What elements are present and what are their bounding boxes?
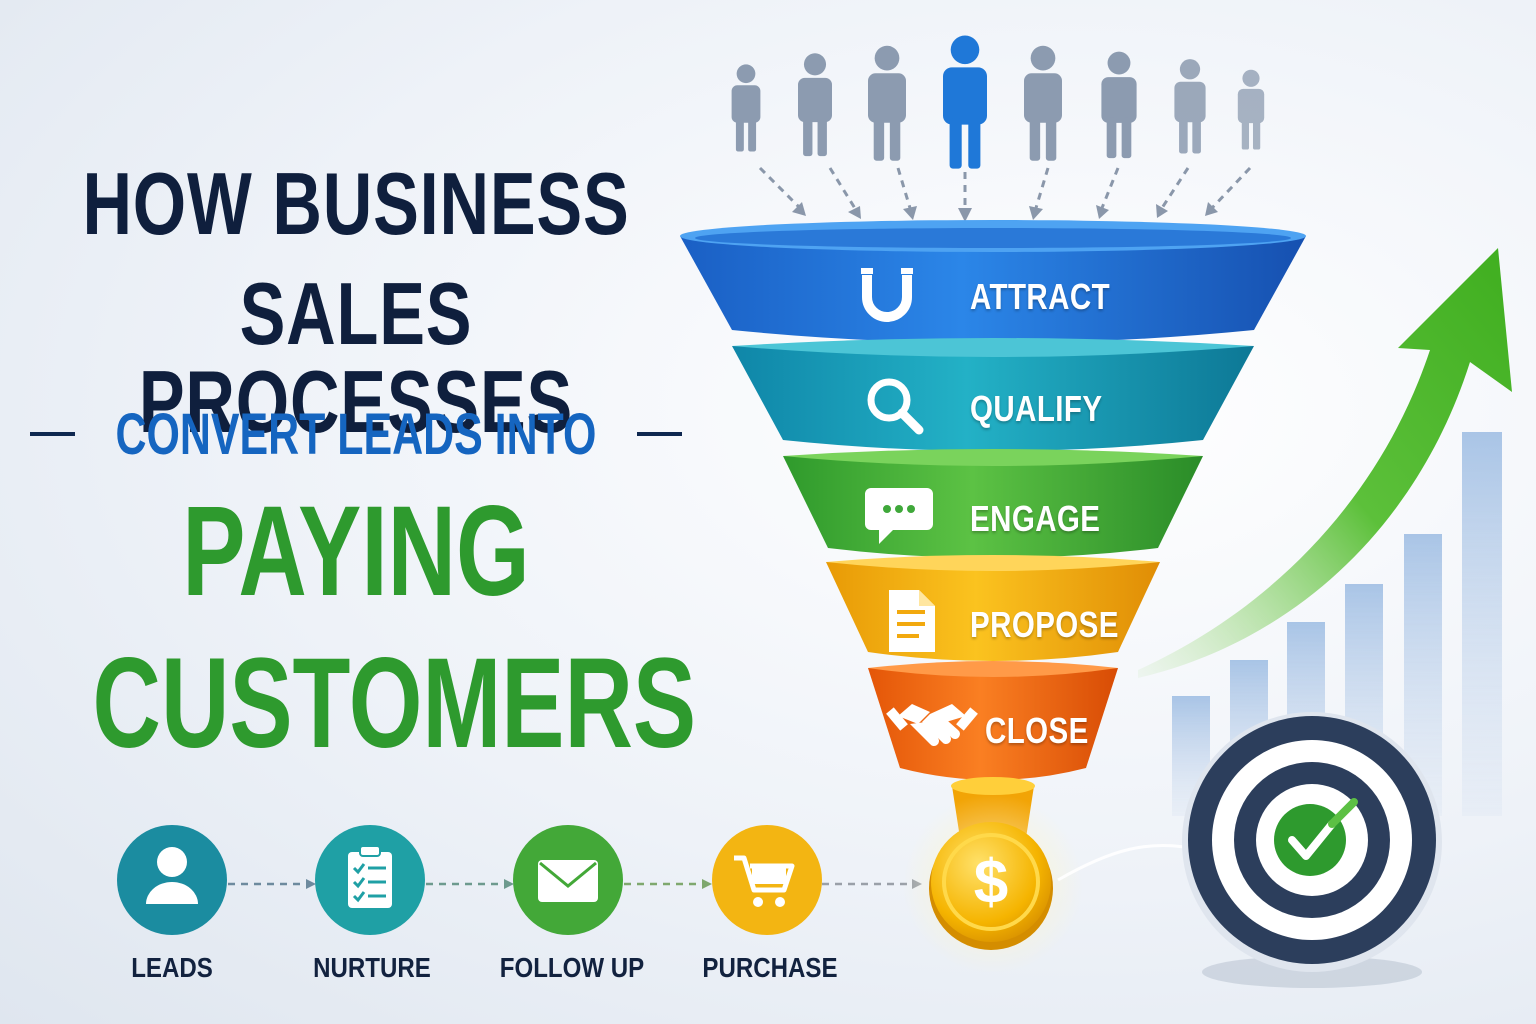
process-step-follow-up [513,825,623,935]
subheadline-rule-left [30,432,76,436]
checkmark-icon [1274,798,1358,876]
svg-text:$: $ [974,848,1008,917]
person-figure-highlight [943,35,987,169]
inflow-arrows [758,166,1252,222]
process-step-nurture [315,825,425,935]
person-icon [146,847,198,904]
target-icon [1182,712,1442,988]
handshake-icon [886,704,978,746]
step-label-nurture: NURTURE [313,952,431,983]
funnel-stage-label-engage: ENGAGE [970,498,1101,539]
funnel-stage-label-close: CLOSE [985,710,1089,751]
funnel-stage-label-qualify: QUALIFY [970,388,1103,429]
people-row [731,35,1265,169]
person-figure [1174,59,1206,154]
process-step-purchase [712,825,822,935]
person-figure [1024,45,1062,161]
growth-arrow [1138,248,1512,678]
headline-line-1: HOW BUSINESS [82,154,630,253]
funnel-stage-label-attract: ATTRACT [970,276,1111,317]
step-label-purchase: PURCHASE [702,952,838,983]
person-figure [798,53,832,157]
funnel-stage-close [868,668,1118,780]
sales-funnel [680,220,1306,838]
headline-line-5: CUSTOMERS [92,632,697,775]
magnifier-icon [867,378,924,435]
subheadline: CONVERT LEADS INTO [115,401,597,467]
envelope-icon [538,860,598,902]
step-label-leads: LEADS [131,952,213,983]
subheadline-row: CONVERT LEADS INTO [30,402,682,467]
shopping-cart-icon [734,855,795,907]
headline-line-2: SALES PROCESSES [138,264,574,451]
person-figure [1237,69,1265,150]
person-figure [868,45,906,161]
magnet-icon [861,268,913,322]
dollar-coin-icon: $ [903,794,1083,974]
funnel-stage-attract [680,236,1306,343]
clipboard-checklist-icon [348,845,392,908]
funnel-stage-label-propose: PROPOSE [970,604,1119,645]
headline-line-4: PAYING [182,480,530,623]
person-figure [1101,51,1137,159]
chat-bubble-icon [865,488,933,544]
document-icon [889,590,935,652]
process-step-leads [117,825,227,935]
funnel-stage-qualify [732,346,1254,451]
step-label-follow-up: FOLLOW UP [499,952,645,983]
subheadline-rule-right [636,432,682,436]
person-figure [731,64,761,152]
